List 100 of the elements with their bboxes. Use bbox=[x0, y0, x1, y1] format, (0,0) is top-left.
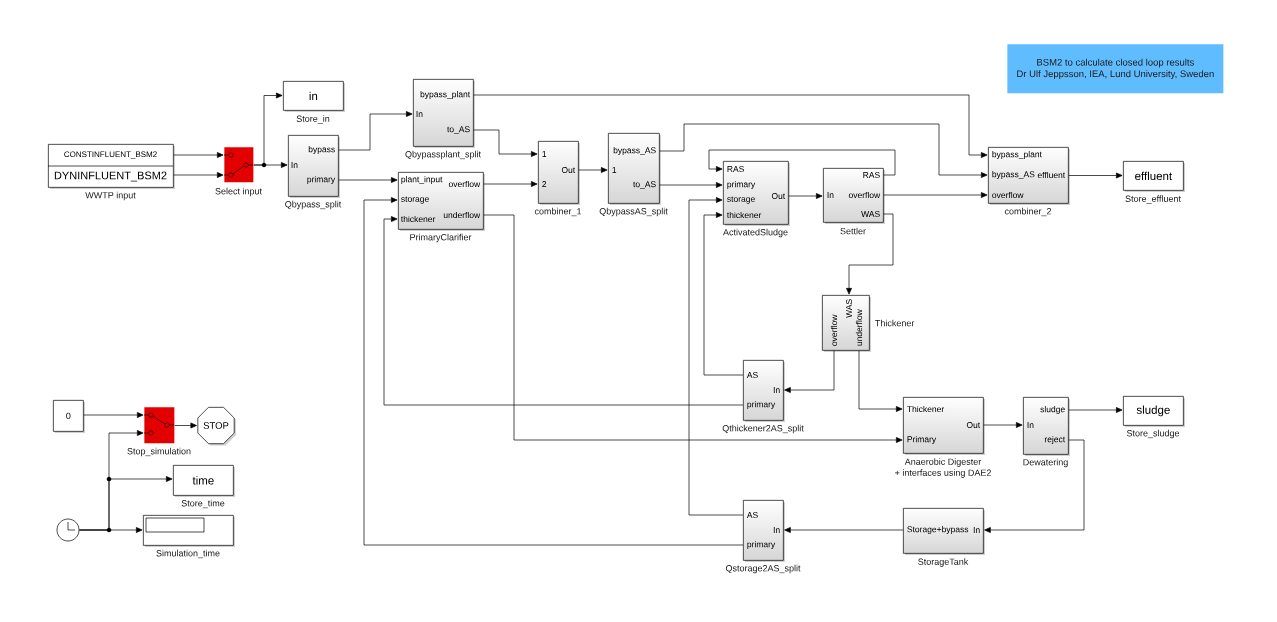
block-label: Simulation_time bbox=[156, 549, 220, 559]
port-label: Thickener bbox=[907, 405, 945, 413]
block-label: Qbypassplant_split bbox=[405, 150, 481, 160]
arrow bbox=[253, 92, 283, 166]
arrow bbox=[983, 422, 1023, 428]
block-label: Store_sludge bbox=[1126, 429, 1180, 439]
port-label: Storage+bypass bbox=[907, 526, 969, 534]
arrow bbox=[383, 216, 744, 406]
port-label: storage bbox=[727, 196, 755, 204]
port-label: 2 bbox=[542, 181, 547, 187]
port-label: primary bbox=[307, 176, 336, 184]
port-label: CONSTINFLUENT_BSM2 bbox=[64, 151, 157, 159]
port-label: Primary bbox=[907, 436, 937, 444]
port-label: RAS bbox=[727, 166, 744, 172]
arrow bbox=[473, 94, 988, 158]
port-label: In bbox=[973, 527, 980, 533]
block-label: Thickener bbox=[875, 319, 915, 327]
block-label: Qthickener2AS_split bbox=[722, 424, 804, 434]
port-label: bypass_plant bbox=[420, 91, 471, 99]
port-label: WAS bbox=[861, 211, 880, 217]
arrow bbox=[483, 214, 903, 443]
block-label: Stop_simulation bbox=[127, 447, 191, 457]
clock-symbol bbox=[56, 518, 80, 542]
port-label: WAS bbox=[846, 299, 852, 318]
block-label: Store_effluent bbox=[1125, 195, 1181, 204]
note-box: BSM2 to calculate closed loop results Dr Ulf Jeppsson, IEA, Lund University, Sweden bbox=[1007, 44, 1224, 94]
port-label: overflow bbox=[448, 180, 481, 188]
arrow bbox=[173, 152, 224, 158]
arrow bbox=[708, 149, 896, 176]
arrow bbox=[688, 197, 744, 516]
block-label: StorageTank bbox=[918, 558, 969, 567]
block-label: Dewatering bbox=[1023, 458, 1068, 468]
arrow bbox=[83, 412, 144, 418]
arrow bbox=[363, 197, 744, 546]
constant-block: 0 bbox=[53, 400, 85, 433]
block-label: Settler bbox=[840, 227, 866, 235]
port-label: DYNINFLUENT_BSM2 bbox=[54, 171, 167, 182]
port-label: overflow bbox=[992, 191, 1024, 199]
port-label: In bbox=[416, 111, 423, 117]
stop-sign: STOP bbox=[197, 407, 236, 446]
arrow bbox=[784, 527, 904, 533]
arrow bbox=[784, 350, 835, 393]
arrow bbox=[984, 439, 1085, 533]
arrow bbox=[578, 167, 608, 173]
port-label: bypass_AS bbox=[613, 147, 656, 155]
block-label: QbypassAS_split bbox=[599, 207, 668, 217]
port-label: effluent bbox=[1037, 171, 1066, 179]
arrow bbox=[659, 123, 988, 178]
block-label: combiner_1 bbox=[534, 207, 582, 217]
port-label: Out bbox=[771, 193, 786, 199]
arrow bbox=[1068, 172, 1123, 179]
arrow bbox=[483, 181, 538, 187]
block-label: PrimaryClarifier bbox=[410, 233, 472, 243]
port-label: bypass bbox=[308, 146, 335, 154]
workspace-block: effluent bbox=[1123, 161, 1185, 192]
arrow bbox=[1068, 407, 1123, 413]
port-label: underflow bbox=[855, 309, 863, 346]
port-label: overflow bbox=[848, 191, 881, 199]
port-label: primary bbox=[727, 181, 756, 189]
port-label: 1 bbox=[612, 167, 617, 173]
port-label: In bbox=[827, 192, 834, 198]
arrow bbox=[659, 182, 723, 188]
arrow bbox=[473, 129, 538, 157]
arrow bbox=[338, 111, 413, 151]
block-label: ActivatedSludge bbox=[723, 228, 788, 238]
port-label: In bbox=[773, 527, 780, 533]
block-label: WWTP input bbox=[85, 191, 136, 201]
arrow bbox=[858, 350, 903, 412]
workspace-block: in bbox=[283, 81, 345, 112]
arrow bbox=[174, 422, 197, 429]
arrow bbox=[846, 213, 894, 295]
arrow bbox=[703, 212, 744, 376]
port-label: to_AS bbox=[633, 181, 656, 189]
workspace-block: time bbox=[173, 465, 235, 497]
block-label: Anaerobic Digester + interfaces using DAE2 bbox=[895, 458, 991, 478]
port-label: to_AS bbox=[447, 126, 470, 134]
block-label: Qstorage2AS_split bbox=[725, 564, 801, 574]
port-label: In bbox=[773, 387, 780, 393]
port-label: thickener bbox=[401, 215, 436, 223]
arrow bbox=[173, 172, 224, 178]
arrow bbox=[788, 193, 823, 199]
port-label: bypass_AS bbox=[992, 171, 1035, 179]
port-label: AS bbox=[746, 512, 758, 518]
block-label: Qbypass_split bbox=[285, 200, 342, 210]
block-label: Store_time bbox=[181, 499, 225, 509]
port-label: AS bbox=[746, 372, 758, 378]
port-label: thickener bbox=[727, 211, 762, 219]
port-label: overflow bbox=[830, 314, 838, 346]
port-label: In bbox=[291, 162, 298, 168]
port-label: 1 bbox=[542, 151, 547, 157]
block-label: combiner_2 bbox=[1004, 207, 1052, 217]
port-label: underflow bbox=[443, 211, 481, 219]
port-label: RAS bbox=[863, 172, 880, 178]
port-label: Out bbox=[966, 422, 981, 428]
workspace-block: sludge bbox=[1123, 396, 1185, 427]
port-label: Out bbox=[561, 167, 576, 173]
port-label: storage bbox=[401, 196, 429, 204]
block-label: Select input bbox=[215, 187, 262, 197]
block-label: Store_in bbox=[296, 115, 330, 124]
arrow bbox=[883, 192, 988, 198]
